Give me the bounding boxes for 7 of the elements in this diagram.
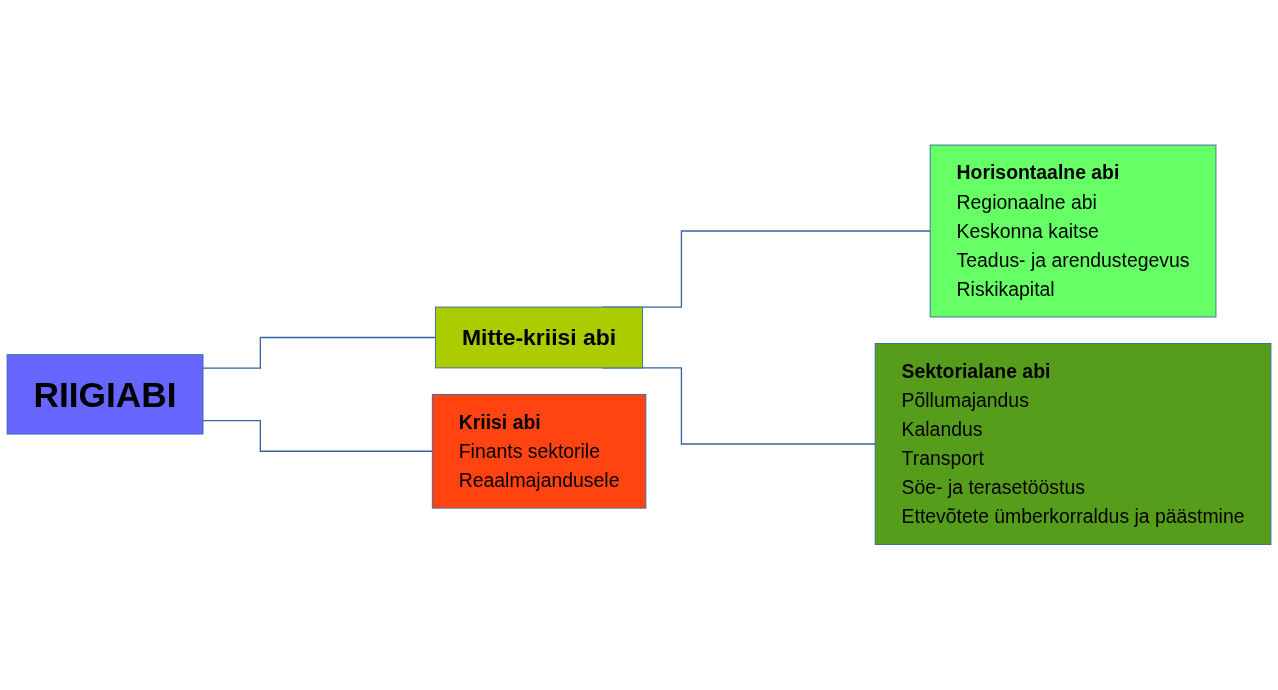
node-box: Kriisi abi Finants sektorile Reaalmajandusele [431, 394, 647, 509]
node-box: Sektorialane abi Põllumajandus Kalandus Transport Söe- ja terasetööstus Ettevõtete ümberkorraldus ja päästmine [874, 343, 1272, 546]
connector [202, 420, 433, 453]
node-box: RIIGIABI [6, 354, 204, 435]
node-box: Mitte-kriisi abi [435, 306, 644, 369]
node-box: Horisontaalne abi Regionaalne abi Keskonna kaitse Teadus- ja arendustegevus Riskikapital [929, 144, 1217, 318]
connector [202, 337, 437, 370]
